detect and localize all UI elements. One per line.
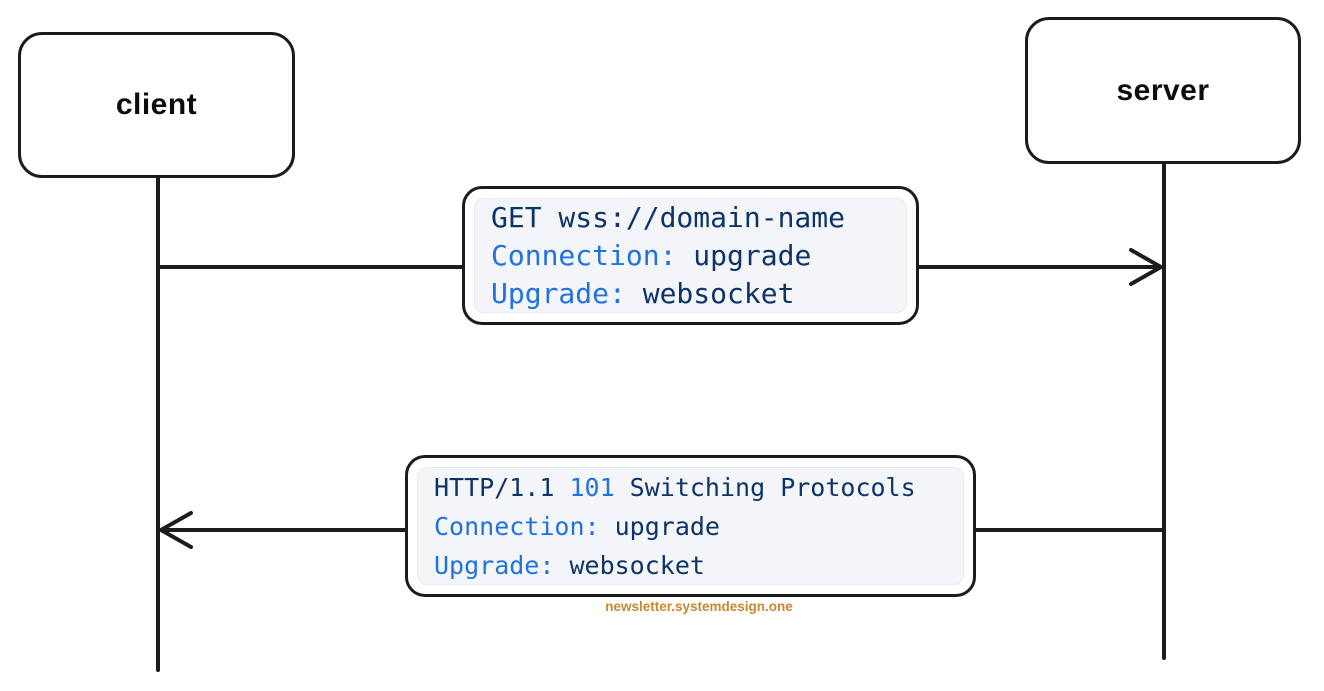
code-line: Upgrade: websocket <box>491 276 795 310</box>
arrowhead-right-icon <box>1129 248 1163 286</box>
code-line: Connection: upgrade <box>491 238 812 272</box>
arrowhead-left-icon <box>159 511 193 549</box>
code-line: HTTP/1.1 101 Switching Protocols <box>434 472 916 502</box>
watermark: newsletter.systemdesign.one <box>605 599 793 614</box>
actor-server: server <box>1025 17 1301 164</box>
actor-server-label: server <box>1116 73 1210 107</box>
code-line: Upgrade: websocket <box>434 550 705 580</box>
code-line: Connection: upgrade <box>434 511 720 541</box>
actor-client: client <box>18 32 295 178</box>
actor-client-label: client <box>115 88 198 121</box>
code-line: GET wss://domain-name <box>491 200 846 234</box>
